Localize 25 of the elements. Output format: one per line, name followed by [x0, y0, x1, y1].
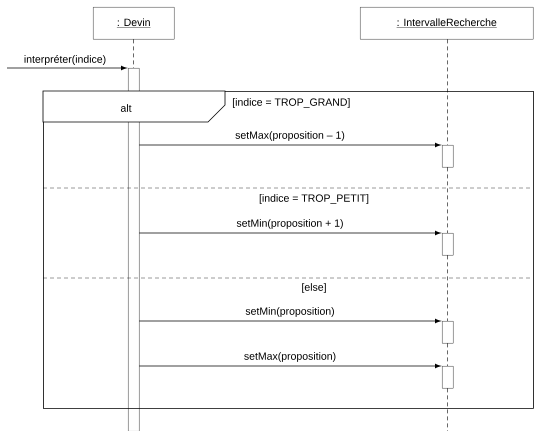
message-arrow [6, 66, 127, 70]
activation-bar [442, 321, 454, 344]
lifeline [447, 167, 448, 234]
lifeline [133, 39, 134, 68]
message-arrow [139, 318, 441, 324]
lifeline [447, 343, 448, 366]
activation-bar [442, 233, 454, 256]
message-arrow [139, 230, 441, 236]
guard-condition: [else] [302, 283, 326, 293]
message-label: interpréter(indice) [24, 55, 106, 65]
lifeline [447, 255, 448, 322]
activation-bar [442, 145, 454, 168]
message-label: setMax(proposition – 1) [235, 131, 344, 141]
lifeline [447, 39, 448, 146]
guard-condition: [indice = TROP_GRAND] [232, 98, 350, 108]
lifeline-head-box: : IntervalleRecherche [360, 7, 534, 40]
activation-bar [442, 366, 454, 388]
message-label: setMin(proposition) [246, 307, 334, 317]
message-label: setMax(proposition) [244, 352, 336, 362]
lifeline [447, 388, 448, 431]
lifeline-head-box: : Devin [93, 7, 174, 40]
message-arrow [139, 142, 441, 148]
message-arrow [139, 364, 441, 368]
guard-condition: [indice = TROP_PETIT] [260, 194, 368, 204]
message-label: setMin(proposition + 1) [236, 219, 343, 229]
